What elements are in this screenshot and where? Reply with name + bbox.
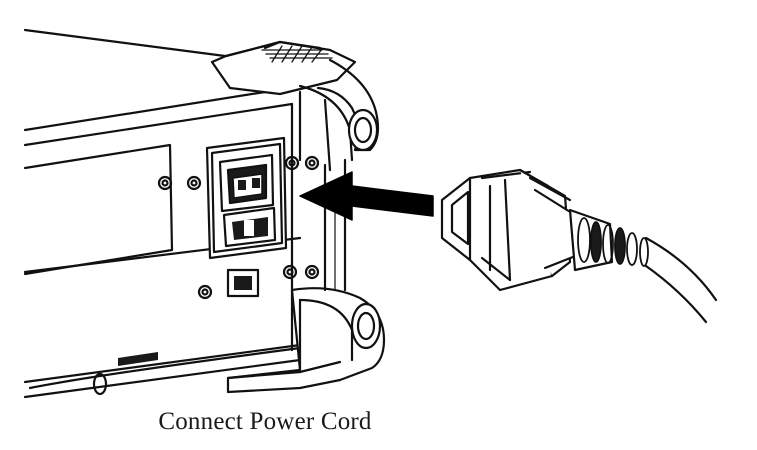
ac-power-inlet (205, 136, 288, 260)
insert-arrow-icon (299, 171, 434, 221)
handle-bracket-bottom (226, 287, 386, 394)
figure-caption: Connect Power Cord (158, 408, 372, 435)
handle-bracket-top (210, 40, 380, 172)
instrument-rear-panel (23, 28, 320, 399)
power-cord-plug (440, 168, 718, 324)
